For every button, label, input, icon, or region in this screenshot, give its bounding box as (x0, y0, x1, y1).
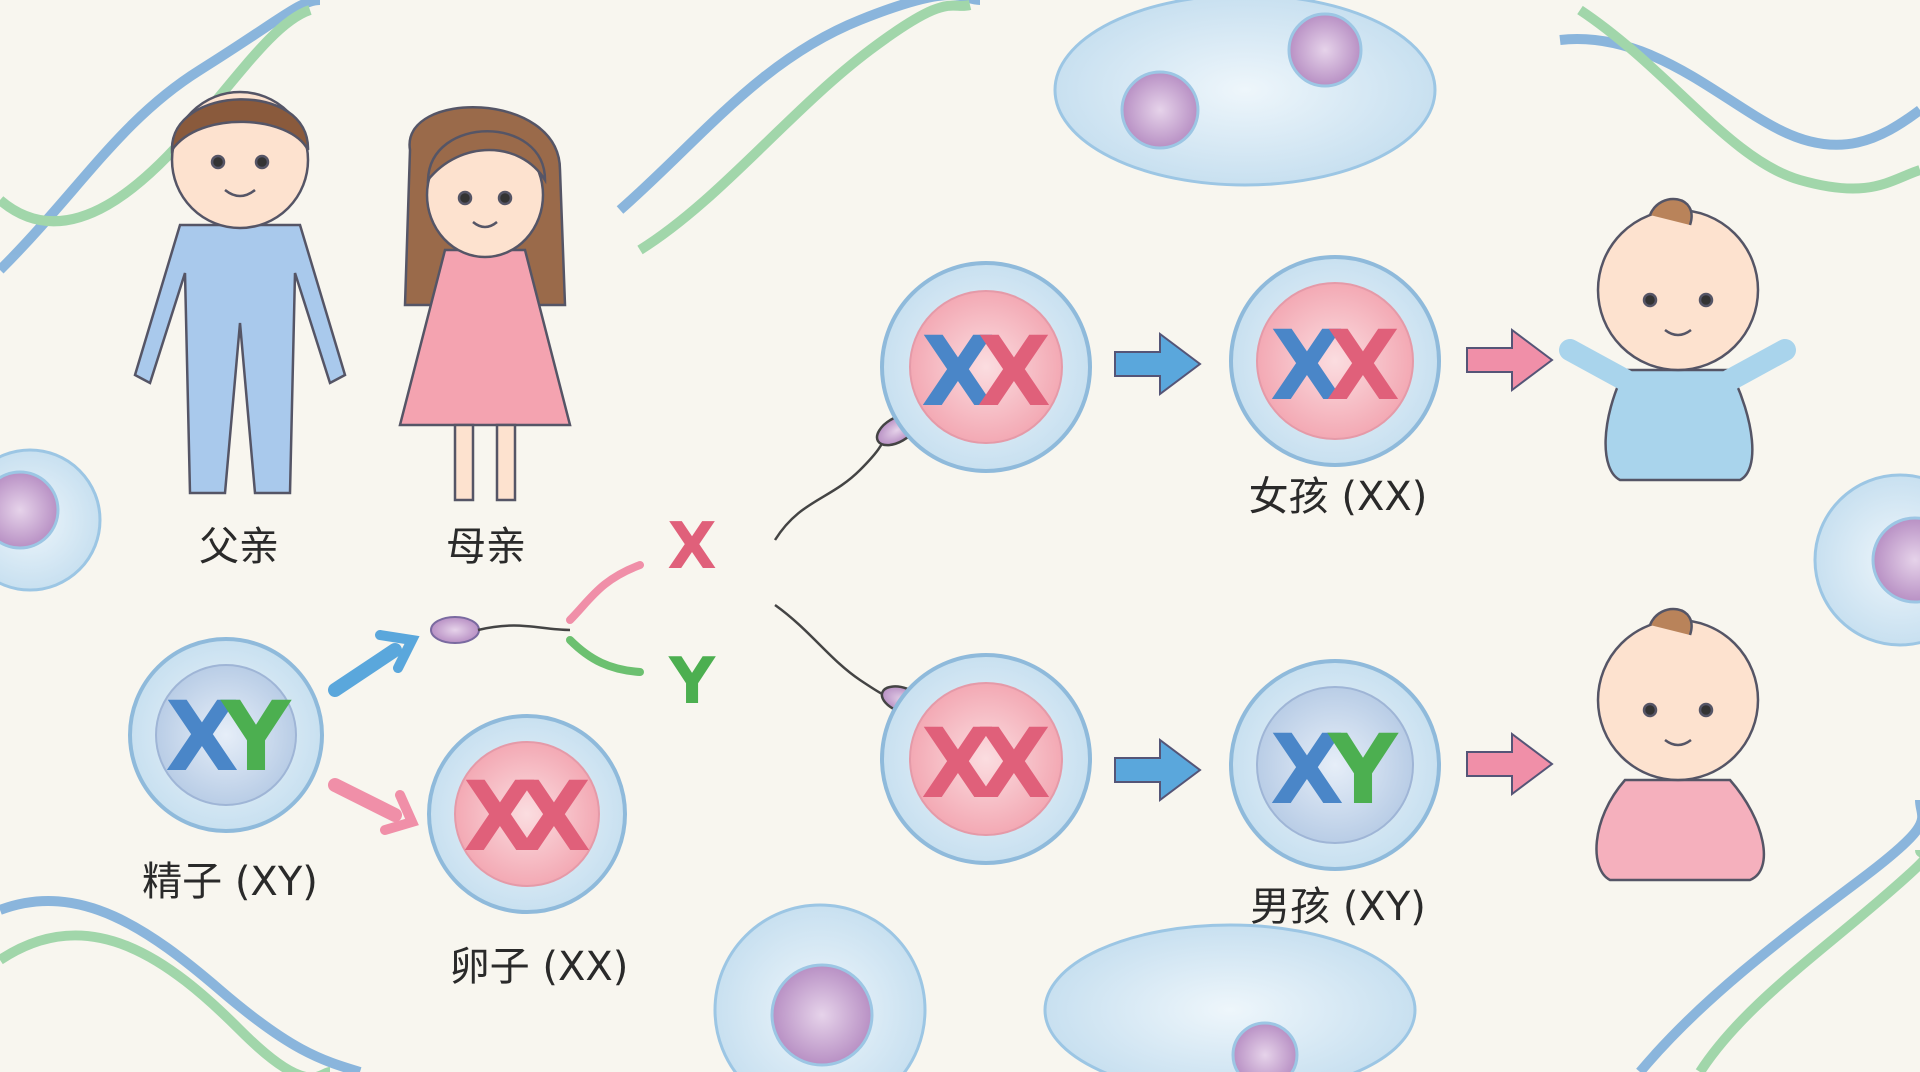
chromosome-x: X (977, 316, 1051, 428)
arrow-icon (328, 561, 644, 835)
chromosome-x: X (921, 708, 995, 820)
father-figure (133, 90, 347, 495)
boy-cell: X Y (1229, 659, 1441, 871)
sperm-cell: X Y (128, 637, 324, 833)
mother-figure (398, 106, 572, 502)
boy-label: 男孩 (XY) (1250, 884, 1426, 930)
chromosome-y: Y (1327, 714, 1399, 826)
sperm-icon (773, 413, 926, 715)
sperm-label: 精子 (XY) (142, 859, 318, 905)
girl-label: 女孩 (XX) (1249, 474, 1428, 520)
egg-cell: X X (427, 714, 627, 914)
father-label: 父亲 (199, 524, 279, 570)
chromosome-x: X (1326, 310, 1400, 422)
baby-boy-pink-icon (1595, 607, 1765, 882)
baby-girl-blue-icon (1559, 197, 1796, 482)
gamete-x: X (667, 510, 716, 584)
egg-label: 卵子 (XX) (450, 944, 629, 990)
chromosome-x: X (165, 681, 239, 793)
zygote-bottom-cell: X X (880, 653, 1092, 865)
chromosome-x: X (1270, 310, 1344, 422)
sperm-icon (430, 616, 571, 644)
chromosome-x: X (921, 316, 995, 428)
arrow-icon (1114, 328, 1554, 802)
chromosome-x: X (463, 761, 537, 873)
mother-label: 母亲 (446, 524, 526, 570)
chromosome-y: Y (220, 681, 292, 793)
chromosome-x: X (517, 761, 591, 873)
zygote-top-cell: X X (880, 261, 1092, 473)
chromosome-x: X (977, 708, 1051, 820)
chromosome-x: X (1270, 714, 1344, 826)
gamete-y: Y (668, 645, 716, 719)
girl-cell: X X (1229, 255, 1441, 467)
